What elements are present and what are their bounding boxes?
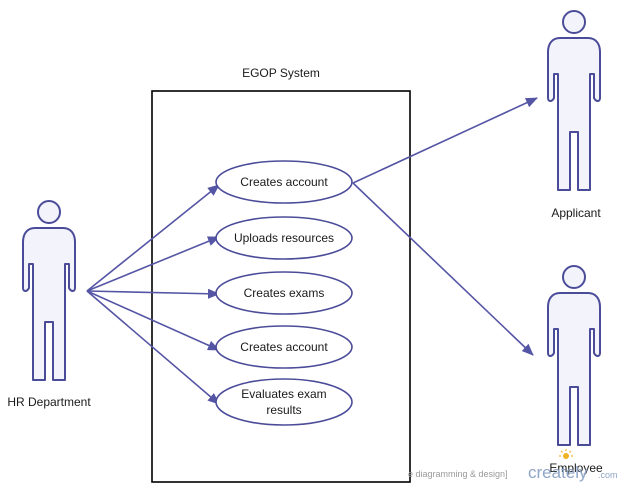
actor-figure-icon bbox=[22, 200, 76, 381]
association-account-applicant bbox=[352, 97, 538, 184]
use-case-ellipse bbox=[215, 325, 353, 369]
sun-icon bbox=[559, 449, 573, 459]
association-hr-create-exams bbox=[86, 288, 220, 299]
actor-label: Applicant bbox=[551, 206, 601, 220]
use-case-create-exams[interactable]: Creates exams bbox=[215, 271, 353, 315]
use-case-label: Uploads resources bbox=[234, 231, 334, 245]
association-hr-create-account-2 bbox=[86, 290, 220, 351]
use-case-label: Creates exams bbox=[244, 286, 325, 300]
association-hr-create-account bbox=[86, 184, 220, 292]
use-case-ellipse bbox=[215, 378, 353, 426]
use-case-create-account-2[interactable]: Creates account bbox=[215, 325, 353, 369]
use-case-evaluate-results[interactable]: Evaluates exam results bbox=[215, 378, 353, 426]
actor-label: HR Department bbox=[7, 395, 91, 409]
use-case-label-line-2: results bbox=[266, 403, 301, 417]
associations bbox=[86, 97, 538, 405]
actor-label: Employee bbox=[549, 461, 603, 475]
watermark-brand: creately bbox=[528, 463, 588, 482]
use-case-label-line-1: Evaluates exam bbox=[241, 387, 326, 401]
use-case-label: Creates account bbox=[240, 340, 328, 354]
actor-figure-icon bbox=[547, 265, 601, 446]
actor-applicant[interactable]: Applicant bbox=[547, 10, 601, 220]
use-case-create-account[interactable]: Creates account bbox=[215, 160, 353, 204]
watermark: e diagramming & design] creately .com bbox=[408, 449, 618, 482]
association-hr-evaluate-results bbox=[86, 290, 220, 405]
actor-figure-icon bbox=[547, 10, 601, 191]
system-boundary bbox=[151, 90, 411, 483]
actor-hr-department[interactable]: HR Department bbox=[7, 200, 91, 409]
system-title: EGOP System bbox=[242, 66, 320, 80]
use-case-label: Creates account bbox=[240, 175, 328, 189]
association-hr-upload-resources bbox=[86, 236, 220, 292]
use-case-upload-resources[interactable]: Uploads resources bbox=[215, 216, 353, 260]
use-case-ellipse bbox=[215, 216, 353, 260]
watermark-prefix: e diagramming & design] bbox=[408, 469, 508, 479]
watermark-suffix: .com bbox=[598, 470, 618, 480]
actor-employee[interactable]: Employee bbox=[547, 265, 603, 475]
use-case-ellipse bbox=[215, 271, 353, 315]
use-case-ellipse bbox=[215, 160, 353, 204]
association-account-employee bbox=[352, 182, 534, 356]
